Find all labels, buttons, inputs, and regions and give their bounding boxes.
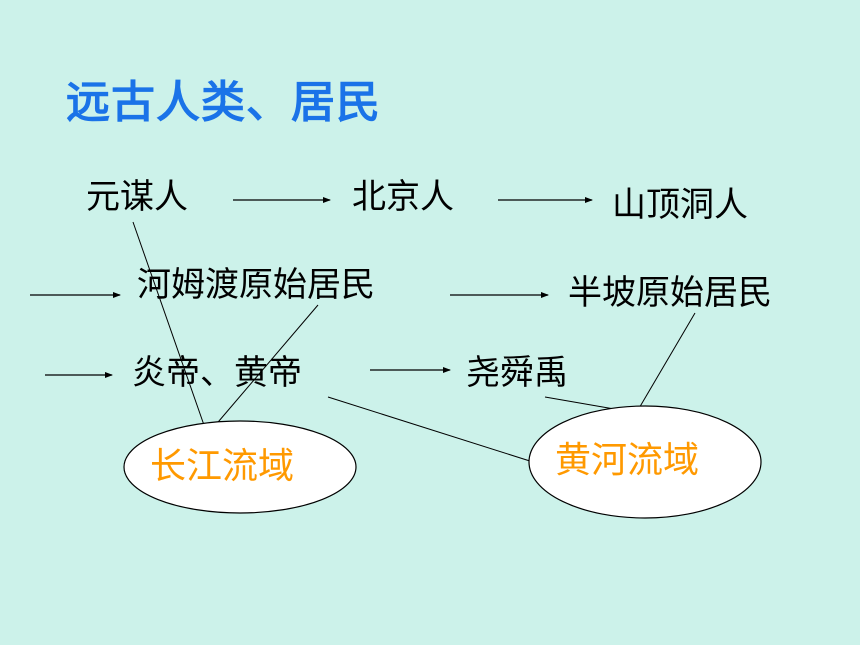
slide-title: 远古人类、居民	[66, 77, 381, 128]
node-yao-shun-yu: 尧舜禹	[466, 353, 568, 393]
link-yandi-huanghe	[327, 396, 534, 463]
node-yandi-huangdi: 炎帝、黄帝	[132, 353, 302, 393]
node-yuanmou: 元谋人	[86, 177, 188, 217]
node-beijing: 北京人	[352, 177, 454, 217]
node-shanding: 山顶洞人	[612, 185, 748, 225]
huanghe-ellipse	[528, 405, 762, 519]
region-changjiang: 长江流域	[150, 446, 295, 487]
link-banpo-huanghe	[637, 312, 696, 411]
node-banpo: 半坡原始居民	[568, 273, 772, 313]
link-yaoshunyu-huanghe	[544, 396, 621, 411]
link-yuanmou-changjiang	[132, 221, 206, 429]
link-hemudu-changjiang	[212, 304, 319, 429]
region-huanghe: 黄河流域	[555, 440, 700, 481]
node-hemudu: 河姆渡原始居民	[137, 265, 375, 305]
changjiang-ellipse	[123, 420, 357, 514]
